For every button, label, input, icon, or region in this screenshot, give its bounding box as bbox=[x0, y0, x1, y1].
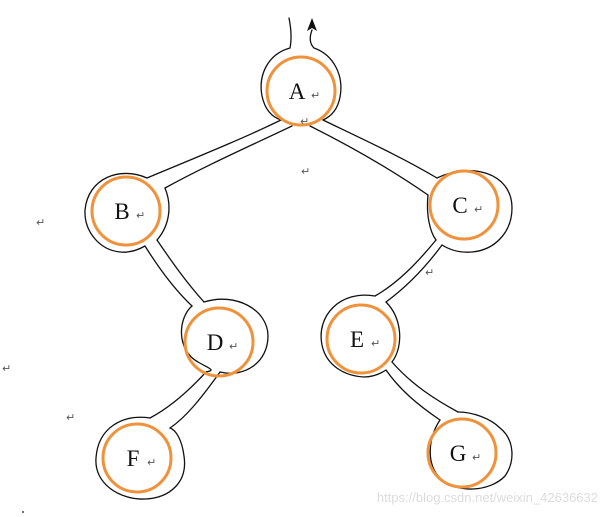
node-d-label: D bbox=[207, 330, 224, 355]
node-e-circle bbox=[325, 303, 397, 375]
node-b-label: B bbox=[114, 199, 129, 224]
return-mark-2: ↵ bbox=[301, 165, 310, 178]
contour-f bbox=[95, 416, 186, 500]
contour-ab bbox=[146, 119, 293, 189]
contour-c bbox=[426, 170, 513, 253]
node-b-return-mark: ↵ bbox=[136, 209, 145, 222]
node-d-return-mark: ↵ bbox=[229, 340, 238, 353]
node-a-circle bbox=[265, 55, 337, 127]
contour-ac bbox=[309, 119, 438, 196]
contour-d bbox=[180, 298, 269, 374]
contour-e bbox=[320, 294, 401, 378]
node-a-label: A bbox=[289, 79, 306, 104]
contour-bd bbox=[144, 239, 205, 307]
node-e-label: E bbox=[350, 327, 364, 352]
node-g-circle bbox=[426, 417, 498, 489]
node-c-label: C bbox=[452, 193, 467, 218]
return-mark-4: ↵ bbox=[425, 266, 434, 279]
contour-a bbox=[260, 17, 342, 121]
node-a-return-mark: ↵ bbox=[311, 89, 320, 102]
return-mark-5: ↵ bbox=[2, 362, 11, 375]
return-mark-6: ↵ bbox=[66, 411, 75, 424]
node-g-label: G bbox=[450, 441, 467, 466]
node-c-circle bbox=[428, 169, 500, 241]
return-mark-1: ↵ bbox=[300, 115, 309, 128]
node-f-return-mark: ↵ bbox=[147, 456, 156, 469]
arrow-up-icon bbox=[307, 18, 317, 31]
node-f-label: F bbox=[127, 446, 140, 471]
contour-g bbox=[429, 411, 513, 490]
node-b-circle bbox=[90, 175, 162, 247]
node-e-return-mark: ↵ bbox=[371, 337, 380, 350]
node-g-return-mark: ↵ bbox=[472, 451, 481, 464]
watermark: https://blog.csdn.net/weixin_42636632 bbox=[377, 490, 598, 505]
node-d-circle bbox=[183, 306, 255, 378]
contour-b bbox=[84, 172, 170, 253]
stray-dot bbox=[22, 511, 24, 513]
contour-df bbox=[149, 371, 221, 429]
contour-eg bbox=[385, 361, 459, 421]
node-c-return-mark: ↵ bbox=[474, 203, 483, 216]
contour-ce bbox=[374, 239, 443, 303]
return-mark-3: ↵ bbox=[36, 216, 45, 229]
node-f-circle bbox=[101, 422, 173, 494]
